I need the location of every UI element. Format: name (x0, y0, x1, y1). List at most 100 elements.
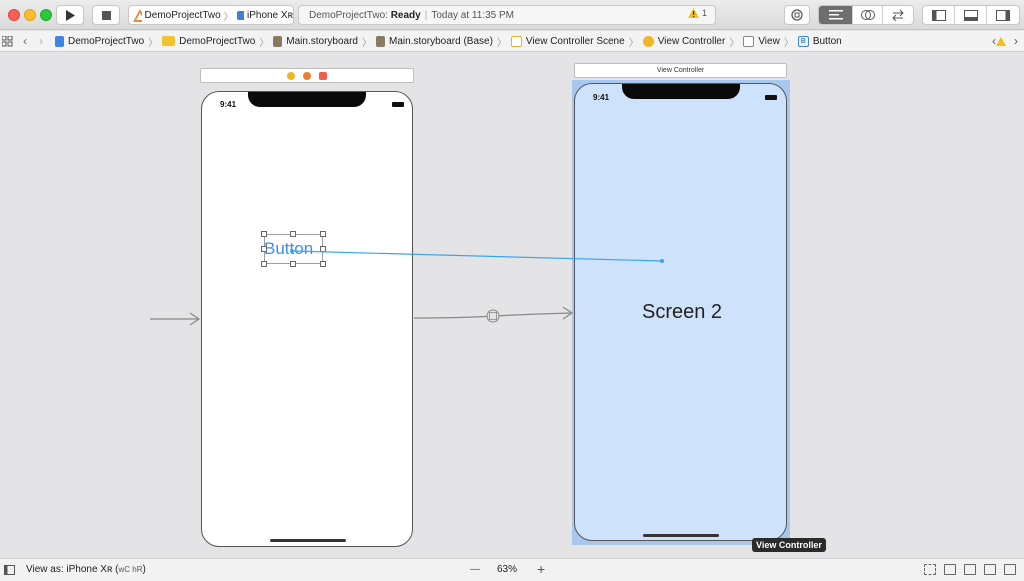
warning-icon[interactable] (996, 36, 1006, 46)
activity-time: Today at 11:35 PM (431, 9, 514, 21)
related-items-icon[interactable] (2, 35, 13, 47)
breadcrumb-view-controller[interactable]: View Controller (642, 35, 726, 47)
chevron-right-icon: 〉 (259, 37, 270, 49)
home-indicator (270, 539, 346, 542)
battery-icon (765, 95, 777, 100)
update-frames-icon[interactable] (924, 564, 936, 575)
embed-in-icon[interactable] (944, 564, 956, 575)
breadcrumb-label: DemoProjectTwo (68, 35, 145, 47)
breadcrumb-scene[interactable]: View Controller Scene (510, 35, 625, 47)
scene-icon (510, 35, 522, 47)
segue-arrowhead (562, 306, 574, 320)
assistant-editor-button[interactable] (853, 6, 883, 24)
chevron-right-icon: 〉 (628, 37, 639, 49)
exit-icon[interactable] (319, 71, 327, 80)
xcode-app-icon (133, 8, 142, 22)
bottom-bar: View as: iPhone Xʀ (wC hR) — 63% + (0, 558, 1024, 581)
library-button[interactable] (784, 5, 810, 25)
resize-handle[interactable] (320, 261, 326, 267)
breadcrumb-label: View Controller Scene (525, 35, 625, 47)
breadcrumb-label: View Controller (657, 35, 726, 47)
zoom-out-button[interactable]: — (470, 564, 480, 575)
standard-editor-button[interactable] (819, 6, 853, 24)
add-constraints-icon[interactable] (984, 564, 996, 575)
chevron-right-icon: 〉 (223, 11, 234, 23)
project-file-icon (55, 35, 64, 47)
drag-connection-line (291, 250, 663, 262)
resize-handle[interactable] (320, 231, 326, 237)
resize-handle[interactable] (261, 231, 267, 237)
run-button[interactable] (56, 5, 84, 25)
next-issue-icon[interactable]: › (1014, 34, 1018, 48)
resize-handle[interactable] (261, 246, 267, 252)
breadcrumb-label: DemoProjectTwo (179, 35, 256, 47)
breadcrumb-storyboard[interactable]: Main.storyboard (273, 35, 358, 47)
toolbar: DemoProjectTwo 〉 iPhone Xʀ DemoProjectTw… (0, 0, 1024, 30)
breadcrumb-label: Button (812, 35, 842, 47)
connection-end-dot (660, 259, 664, 263)
close-window-button[interactable] (8, 9, 20, 21)
status-time: 9:41 (220, 100, 237, 109)
bottom-panel-icon (963, 9, 978, 21)
iphone-device-icon (236, 10, 244, 20)
resolve-issues-icon[interactable] (1004, 564, 1016, 575)
breadcrumb-view[interactable]: View (743, 35, 780, 47)
selected-button[interactable]: Button (264, 239, 314, 258)
warning-icon (687, 8, 699, 18)
scene2-title-bar[interactable]: View Controller (574, 63, 787, 78)
chevron-right-icon: 〉 (361, 37, 372, 49)
storyboard-file-icon (375, 35, 385, 47)
breadcrumb-project[interactable]: DemoProjectTwo (55, 35, 145, 47)
previous-issue-icon[interactable]: ‹ (992, 34, 996, 48)
activity-viewer: DemoProjectTwo: Ready | Today at 11:35 P… (298, 5, 716, 25)
segue-icon[interactable] (486, 309, 500, 323)
zoom-in-button[interactable]: + (537, 561, 546, 577)
breadcrumb-storyboard-base[interactable]: Main.storyboard (Base) (375, 35, 493, 47)
right-panel-icon (996, 9, 1010, 21)
scene2-title: View Controller (656, 67, 705, 74)
storyboard-canvas[interactable]: 9:41 Button View Controller 9:41 Screen … (0, 52, 1024, 558)
stop-button[interactable] (92, 5, 120, 25)
notch (622, 84, 740, 99)
view-as-label: View as: iPhone Xʀ ( (26, 564, 119, 575)
arrows-icon (892, 9, 904, 21)
back-arrow-icon[interactable]: ‹ (23, 34, 27, 48)
lines-icon (828, 10, 843, 20)
tooltip: View Controller (752, 538, 826, 552)
resize-handle[interactable] (290, 261, 296, 267)
zoom-window-button[interactable] (40, 9, 52, 21)
scheme-device-label: iPhone Xʀ (246, 9, 293, 21)
chevron-right-icon: 〉 (496, 37, 507, 49)
document-outline-icon[interactable] (4, 565, 15, 575)
resize-handle[interactable] (261, 261, 267, 267)
warning-indicator[interactable]: 1 (687, 8, 707, 18)
forward-arrow-icon[interactable]: › (39, 34, 43, 48)
storyboard-file-icon (273, 35, 283, 47)
first-responder-icon[interactable] (303, 71, 311, 80)
toggle-debug-area-button[interactable] (955, 6, 987, 24)
connections-layer (150, 249, 664, 326)
view-as-button[interactable]: View as: iPhone Xʀ (wC hR) (26, 564, 146, 575)
zoom-level[interactable]: 63% (497, 564, 518, 575)
scene1-phone[interactable]: 9:41 (201, 91, 413, 547)
version-editor-button[interactable] (883, 6, 913, 24)
view-as-size-class: wC hR (118, 565, 143, 574)
scheme-selector[interactable]: DemoProjectTwo 〉 iPhone Xʀ (128, 5, 294, 25)
activity-status: Ready (390, 9, 421, 21)
play-icon (66, 9, 75, 21)
warning-count: 1 (701, 8, 707, 18)
venn-icon (860, 10, 875, 20)
breadcrumb-group[interactable]: DemoProjectTwo (162, 36, 255, 47)
toggle-inspector-button[interactable] (987, 6, 1019, 24)
resize-handle[interactable] (290, 231, 296, 237)
minimize-window-button[interactable] (24, 9, 36, 21)
scene1-dock[interactable] (200, 68, 414, 83)
view-controller-icon[interactable] (287, 71, 295, 80)
battery-icon (392, 102, 404, 107)
breadcrumb-button[interactable]: B Button (797, 35, 842, 47)
align-icon[interactable] (964, 564, 976, 575)
chevron-right-icon: 〉 (148, 37, 159, 49)
scene2-phone[interactable]: 9:41 (574, 83, 787, 541)
toggle-navigator-button[interactable] (923, 6, 955, 24)
screen2-label[interactable]: Screen 2 (642, 301, 723, 323)
